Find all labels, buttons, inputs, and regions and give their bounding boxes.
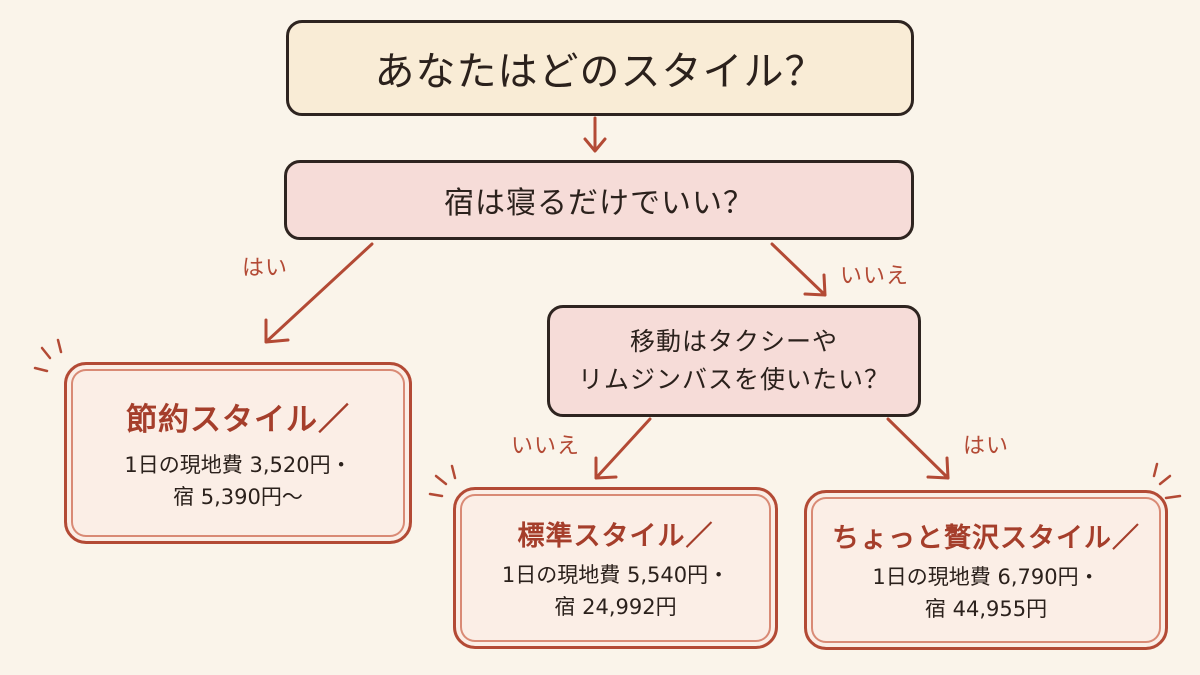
- result-standard-title: 標準スタイル／: [517, 520, 714, 552]
- lodging-question-text: 宿は寝るだけでいい？: [444, 186, 754, 221]
- branch-label-transport-yes: はい: [963, 434, 1010, 459]
- result-luxury-box: ちょっと贅沢スタイル／ 1日の現地費 6,790円・ 宿 44,955円: [804, 490, 1168, 650]
- result-standard-box: 標準スタイル／ 1日の現地費 5,540円・ 宿 24,992円: [453, 487, 778, 649]
- transport-question-line2: リムジンバスを使いたい？: [577, 365, 890, 394]
- sparkle-icon-budget: [33, 338, 63, 373]
- transport-question-line1: 移動はタクシーや: [629, 327, 838, 356]
- result-luxury-daily-cost: 1日の現地費 6,790円・: [872, 564, 1100, 589]
- branch-label-transport-no: いいえ: [511, 434, 581, 459]
- arrow-lodging-yes: [264, 242, 374, 344]
- start-question-box: あなたはどのスタイル？: [286, 20, 914, 116]
- lodging-question-box: 宿は寝るだけでいい？: [284, 160, 914, 240]
- branch-label-lodging-yes: はい: [242, 256, 289, 281]
- result-budget-title: 節約スタイル／: [126, 401, 350, 438]
- result-standard-daily-cost: 1日の現地費 5,540円・: [501, 562, 730, 587]
- result-budget-lodging-cost: 宿 5,390円〜: [173, 484, 303, 509]
- arrow-transport-no: [594, 417, 652, 480]
- result-budget-daily-cost: 1日の現地費 3,520円・: [124, 452, 352, 477]
- transport-question-box: 移動はタクシーや リムジンバスを使いたい？: [547, 305, 921, 417]
- branch-label-lodging-no: いいえ: [840, 264, 910, 289]
- arrow-transport-yes: [886, 417, 950, 480]
- result-standard-lodging-cost: 宿 24,992円: [554, 594, 677, 619]
- result-luxury-lodging-cost: 宿 44,955円: [924, 596, 1048, 621]
- start-question-text: あなたはどのスタイル？: [374, 49, 826, 95]
- sparkle-icon-luxury: [1152, 462, 1182, 500]
- arrow-start-to-lodging: [583, 116, 607, 153]
- sparkle-icon-standard: [428, 464, 457, 498]
- result-luxury-title: ちょっと贅沢スタイル／: [832, 522, 1140, 554]
- result-budget-box: 節約スタイル／ 1日の現地費 3,520円・ 宿 5,390円〜: [64, 362, 412, 544]
- arrow-lodging-no: [770, 242, 827, 297]
